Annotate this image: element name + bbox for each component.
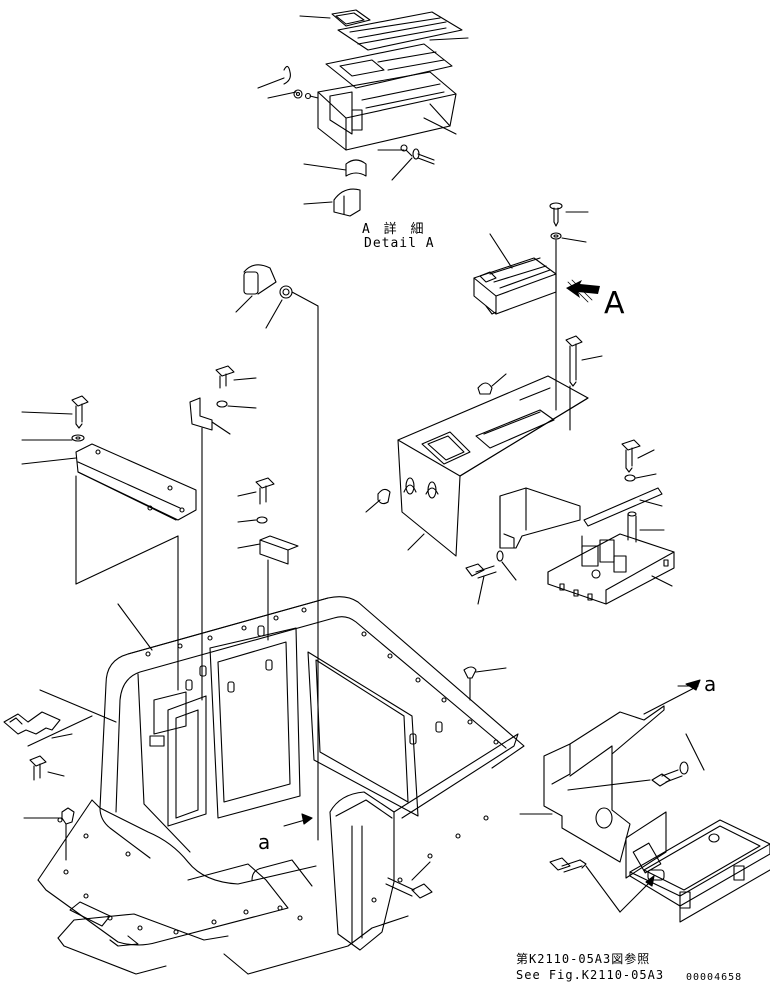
l-bracket-part: [190, 398, 212, 430]
frame-holes: [58, 608, 498, 934]
clip-part: [284, 66, 290, 84]
curved-spacer-part: [346, 160, 366, 176]
detail-title-jp: A 詳 細: [362, 222, 427, 237]
bolt-part: [652, 770, 682, 786]
document-id: 00004658: [686, 972, 743, 983]
bracket-plate-part: [500, 488, 580, 548]
pad-part: [332, 10, 370, 26]
bolt-part: [72, 396, 88, 428]
connection-letter-upper: a: [704, 672, 717, 696]
washer-part: [257, 517, 267, 523]
strip-plate-part: [338, 12, 462, 50]
reference-note-en: See Fig.K2110-05A3: [516, 968, 665, 982]
grommet-part: [478, 383, 492, 394]
strip-part: [584, 488, 662, 526]
nut-part: [62, 808, 74, 824]
washer-part: [551, 233, 561, 239]
view-letter: A: [604, 286, 625, 321]
floor-frame-part: [38, 597, 524, 974]
storage-box-part: [626, 812, 770, 922]
washer-part: [72, 435, 84, 441]
bolt-part: [622, 440, 640, 472]
console-cover-assembly: [366, 336, 674, 604]
washer-part: [680, 762, 688, 774]
detail-a-assembly: [258, 10, 468, 216]
bolt-part: [466, 564, 496, 578]
channel-bracket-part: [260, 536, 298, 564]
washer-small: [294, 90, 302, 98]
side-cover-part: [544, 706, 664, 862]
left-bracket-assembly: [22, 265, 318, 840]
bolt-part: [216, 366, 234, 388]
lever-base-part: [548, 512, 674, 604]
plug-part: [378, 489, 390, 503]
u-bracket-part: [4, 712, 60, 734]
washer-part: [625, 475, 635, 481]
detail-title-en: Detail A: [364, 236, 435, 251]
connection-letter-lower: a: [258, 830, 271, 854]
housing-box-part: [318, 72, 456, 150]
screw-part: [550, 858, 586, 872]
connection-lines: [284, 667, 506, 898]
grommet-part: [464, 667, 476, 678]
mount-plate-part: [76, 444, 196, 520]
switch-panel-assembly: [474, 203, 600, 410]
bolt-part: [256, 478, 274, 504]
bracket-clip-part: [334, 189, 360, 216]
washer-part: [497, 551, 503, 561]
frame-studs: [186, 626, 442, 744]
view-arrow: [566, 280, 600, 298]
bolt-part: [566, 336, 582, 386]
left-lower-parts: [4, 690, 116, 860]
right-lower-assembly: [520, 680, 770, 922]
bolt-part: [386, 878, 432, 898]
console-cover-part: [398, 376, 588, 556]
bolt-part: [30, 756, 46, 780]
reference-note-jp: 第K2110-05A3図参照: [516, 952, 651, 966]
switch-panel-part: [474, 258, 556, 314]
screw-part: [550, 203, 562, 226]
frame-plate-part: [326, 44, 452, 88]
washer-part: [217, 401, 227, 407]
switch-knob-part: [244, 265, 292, 298]
